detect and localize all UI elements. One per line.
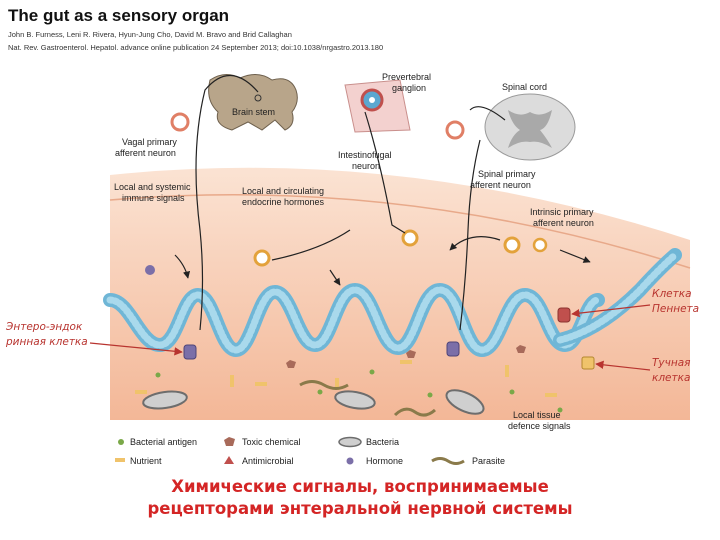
label-local-tissue-2: defence signals	[508, 421, 571, 431]
epithelial-cells	[183, 307, 595, 370]
label-local-circulating-2: endocrine hormones	[242, 197, 325, 207]
label-vagal-2: afferent neuron	[115, 148, 176, 158]
legend-toxic-chemical-swatch	[224, 437, 235, 446]
annotation-paneth-1: Клетка	[652, 288, 692, 300]
annotation-enteroendocrine-1: Энтеро-эндок	[5, 321, 83, 333]
label-local-circulating-1: Local and circulating	[242, 186, 324, 196]
legend-antimicrobial-swatch	[224, 456, 234, 464]
legend-bacterial-antigen: Bacterial antigen	[130, 437, 197, 447]
label-prevertebral-2: ganglion	[392, 83, 426, 93]
legend-bacterial-antigen-swatch	[118, 439, 124, 445]
annotation-mast-1: Тучная	[652, 357, 690, 369]
legend-bacteria-swatch	[338, 436, 362, 448]
annotation-enteroendocrine: Энтеро-эндок ринная клетка	[5, 321, 183, 356]
legend: Bacterial antigen Toxic chemical Bacteri…	[115, 436, 505, 466]
figure-authors: John B. Furness, Leni R. Rivera, Hyun-Ju…	[8, 30, 292, 39]
legend-bacteria: Bacteria	[366, 437, 399, 447]
villi-epithelium	[103, 248, 682, 358]
slide-caption-line-1: Химические сигналы, воспринимаемые	[171, 477, 549, 496]
label-local-systemic-2: immune signals	[122, 193, 185, 203]
slide-caption-line-2: рецепторами энтеральной нервной системы	[147, 499, 573, 518]
label-local-systemic-1: Local and systemic	[114, 182, 191, 192]
brain-stem: Brain stem	[208, 74, 298, 131]
tissue-layer	[109, 167, 691, 420]
slide-caption: Химические сигналы, воспринимаемые рецеп…	[0, 476, 720, 520]
label-spinal-primary-2: afferent neuron	[470, 180, 531, 190]
legend-parasite-swatch	[431, 457, 465, 465]
legend-parasite: Parasite	[472, 456, 505, 466]
label-local-tissue-1: Local tissue	[513, 410, 561, 420]
legend-hormone-swatch	[346, 457, 354, 465]
legend-antimicrobial: Antimicrobial	[242, 456, 294, 466]
label-intestinofugal-1: Intestinofugal	[338, 150, 392, 160]
neuron-bodies	[145, 112, 548, 275]
label-intestinofugal-2: neuron	[352, 161, 380, 171]
annotation-mast-2: клетка	[652, 372, 690, 384]
label-spinal-cord: Spinal cord	[502, 82, 547, 92]
annotation-paneth: Клетка Пеннета	[571, 288, 699, 318]
spinal-cord: Spinal cord	[484, 82, 576, 161]
annotation-enteroendocrine-2: ринная клетка	[5, 336, 88, 348]
annotation-mast: Тучная клетка	[595, 357, 690, 384]
label-spinal-primary-1: Spinal primary	[478, 169, 536, 179]
annotation-paneth-2: Пеннета	[652, 303, 699, 315]
legend-toxic-chemical: Toxic chemical	[242, 437, 301, 447]
label-vagal-1: Vagal primary	[122, 137, 177, 147]
prevertebral-ganglion: Prevertebral ganglion	[344, 72, 431, 133]
nerve-fibres	[174, 74, 591, 331]
label-brain-stem: Brain stem	[232, 107, 275, 117]
legend-nutrient-swatch	[115, 458, 125, 462]
label-intrinsic-1: Intrinsic primary	[530, 207, 594, 217]
legend-nutrient: Nutrient	[130, 456, 162, 466]
figure-title: The gut as a sensory organ	[8, 6, 230, 25]
label-prevertebral-1: Prevertebral	[382, 72, 431, 82]
legend-hormone: Hormone	[366, 456, 403, 466]
figure-citation: Nat. Rev. Gastroenterol. Hepatol. advanc…	[8, 43, 384, 52]
label-intrinsic-2: afferent neuron	[533, 218, 594, 228]
luminal-particles	[135, 345, 563, 417]
